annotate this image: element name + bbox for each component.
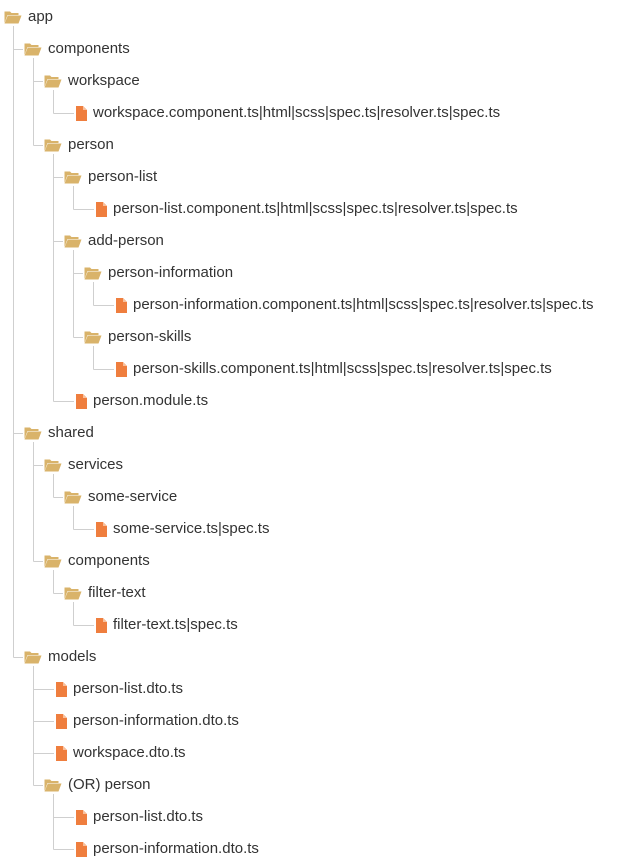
- tree-item-label: person-skills: [108, 328, 192, 345]
- tree-item-label: person-information: [108, 264, 234, 281]
- file-icon: [56, 745, 67, 761]
- file-person-information-dto-ts[interactable]: person-information.dto.ts: [44, 705, 239, 737]
- tree-item-label: add-person: [88, 232, 164, 249]
- tree-item-label: filter-text: [88, 584, 146, 601]
- file-icon: [56, 713, 67, 729]
- folder-open-icon: [64, 170, 82, 184]
- folder-open-icon: [44, 74, 62, 88]
- tree-item-label: person-list.dto.ts: [93, 808, 204, 825]
- folder-open-icon: [64, 234, 82, 248]
- file-icon: [76, 841, 87, 857]
- folder-open-icon: [64, 586, 82, 600]
- folder-open-icon: [44, 778, 62, 792]
- tree-item-label: shared: [48, 424, 94, 441]
- folder-open-icon: [44, 554, 62, 568]
- folder-services[interactable]: services: [44, 449, 123, 481]
- tree-item-label: person-information.dto.ts: [73, 712, 239, 729]
- tree-item-label: filter-text.ts|spec.ts: [113, 616, 238, 633]
- folder-open-icon: [24, 42, 42, 56]
- folder-app[interactable]: app: [4, 1, 53, 33]
- file-icon: [116, 361, 127, 377]
- folder-open-icon: [44, 458, 62, 472]
- folder-shared[interactable]: shared: [24, 417, 94, 449]
- folder-open-icon: [24, 650, 42, 664]
- file-icon: [76, 393, 87, 409]
- tree-item-label: person-list.dto.ts: [73, 680, 184, 697]
- folder-person-information[interactable]: person-information: [84, 257, 233, 289]
- file-person-list-dto-ts[interactable]: person-list.dto.ts: [44, 673, 183, 705]
- folder-filter-text[interactable]: filter-text: [64, 577, 146, 609]
- folder-models[interactable]: models: [24, 641, 96, 673]
- file-person-list-component-ts-html-scss-spec-ts-resolver-ts-spec-ts[interactable]: person-list.component.ts|html|scss|spec.…: [84, 193, 518, 225]
- tree-item-label: person-list: [88, 168, 158, 185]
- file-icon: [76, 809, 87, 825]
- file-person-module-ts[interactable]: person.module.ts: [64, 385, 208, 417]
- tree-item-label: person.module.ts: [93, 392, 209, 409]
- folder-person[interactable]: person: [44, 129, 114, 161]
- folder-or-person[interactable]: (OR) person: [44, 769, 151, 801]
- tree-item-label: person-information.component.ts|html|scs…: [133, 296, 594, 313]
- tree-item-label: workspace.dto.ts: [73, 744, 186, 761]
- tree-item-label: models: [48, 648, 97, 665]
- tree-item-label: person-list.component.ts|html|scss|spec.…: [113, 200, 518, 217]
- tree-item-label: services: [68, 456, 124, 473]
- tree-item-label: workspace: [68, 72, 140, 89]
- file-workspace-dto-ts[interactable]: workspace.dto.ts: [44, 737, 186, 769]
- tree-item-label: components: [48, 40, 130, 57]
- folder-open-icon: [84, 266, 102, 280]
- file-person-information-dto-ts[interactable]: person-information.dto.ts: [64, 833, 259, 859]
- file-icon: [96, 521, 107, 537]
- file-icon: [116, 297, 127, 313]
- file-icon: [56, 681, 67, 697]
- folder-open-icon: [84, 330, 102, 344]
- tree-item-label: app: [28, 8, 54, 25]
- tree-item-label: (OR) person: [68, 776, 151, 793]
- file-workspace-component-ts-html-scss-spec-ts-resolver-ts-spec-ts[interactable]: workspace.component.ts|html|scss|spec.ts…: [64, 97, 500, 129]
- folder-add-person[interactable]: add-person: [64, 225, 164, 257]
- folder-person-list[interactable]: person-list: [64, 161, 157, 193]
- folder-open-icon: [64, 490, 82, 504]
- folder-open-icon: [44, 138, 62, 152]
- tree-item-label: person-skills.component.ts|html|scss|spe…: [133, 360, 552, 377]
- folder-components[interactable]: components: [24, 33, 130, 65]
- file-filter-text-ts-spec-ts[interactable]: filter-text.ts|spec.ts: [84, 609, 238, 641]
- tree-item-label: person-information.dto.ts: [93, 840, 259, 857]
- tree-item-label: person: [68, 136, 114, 153]
- file-person-information-component-ts-html-scss-spec-ts-resolver-ts-spec-ts[interactable]: person-information.component.ts|html|scs…: [104, 289, 594, 321]
- file-icon: [96, 617, 107, 633]
- tree-item-label: workspace.component.ts|html|scss|spec.ts…: [93, 104, 501, 121]
- folder-person-skills[interactable]: person-skills: [84, 321, 191, 353]
- file-some-service-ts-spec-ts[interactable]: some-service.ts|spec.ts: [84, 513, 269, 545]
- file-icon: [76, 105, 87, 121]
- folder-open-icon: [4, 10, 22, 24]
- folder-components[interactable]: components: [44, 545, 150, 577]
- tree-item-label: components: [68, 552, 150, 569]
- folder-open-icon: [24, 426, 42, 440]
- folder-some-service[interactable]: some-service: [64, 481, 177, 513]
- file-person-skills-component-ts-html-scss-spec-ts-resolver-ts-spec-ts[interactable]: person-skills.component.ts|html|scss|spe…: [104, 353, 552, 385]
- tree-item-label: some-service: [88, 488, 178, 505]
- file-icon: [96, 201, 107, 217]
- file-person-list-dto-ts[interactable]: person-list.dto.ts: [64, 801, 203, 833]
- tree-item-label: some-service.ts|spec.ts: [113, 520, 270, 537]
- folder-workspace[interactable]: workspace: [44, 65, 140, 97]
